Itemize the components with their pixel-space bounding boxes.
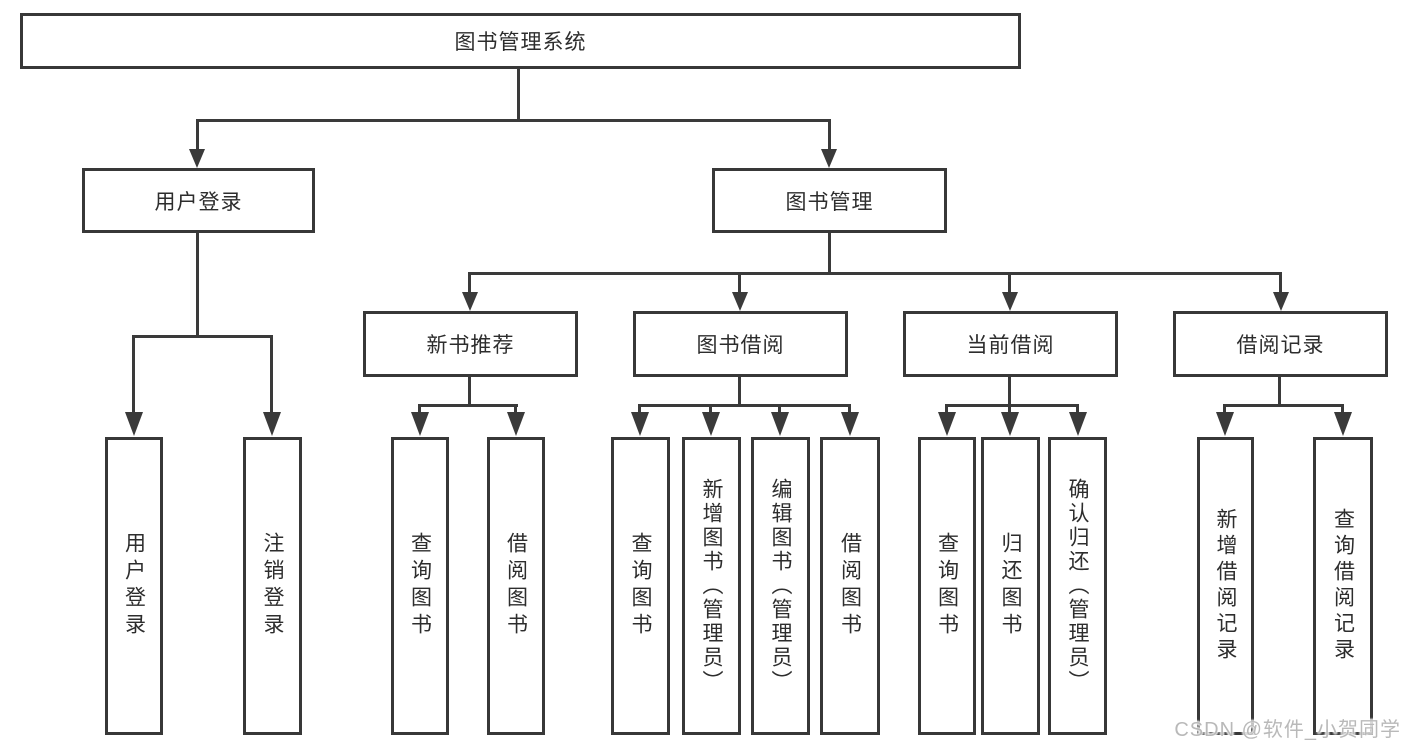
connector-line xyxy=(828,233,831,274)
node-book-borrow: 图书借阅 xyxy=(633,311,848,377)
connector-line xyxy=(1008,376,1011,406)
connector-line xyxy=(132,335,135,414)
leaf-query-borrow-record-label: 查询借阅记录 xyxy=(1331,508,1355,664)
connector-line xyxy=(946,404,1079,407)
arrow-down-icon xyxy=(1069,412,1087,436)
leaf-borrow-book-recommend-label: 借阅图书 xyxy=(504,532,528,640)
connector-line xyxy=(270,335,273,414)
arrow-down-icon xyxy=(1001,412,1019,436)
connector-line xyxy=(468,376,471,406)
node-new-book-recommend-label: 新书推荐 xyxy=(426,334,515,357)
connector-line xyxy=(468,272,471,294)
arrow-down-icon xyxy=(189,149,205,168)
arrow-down-icon xyxy=(631,412,649,436)
arrow-down-icon xyxy=(702,412,720,436)
connector-line xyxy=(639,404,851,407)
connector-line xyxy=(638,404,641,414)
leaf-user-login-label: 用户登录 xyxy=(122,532,146,640)
arrow-down-icon xyxy=(841,412,859,436)
connector-line xyxy=(1278,376,1281,406)
connector-line xyxy=(1076,404,1079,414)
leaf-query-book-borrow-label: 查询图书 xyxy=(629,532,652,640)
node-current-borrow: 当前借阅 xyxy=(903,311,1118,377)
leaf-return-book: 归还图书 xyxy=(981,437,1040,735)
leaf-edit-book-admin-label: 编辑图书（管理员） xyxy=(769,478,792,694)
leaf-add-borrow-record: 新增借阅记录 xyxy=(1197,437,1254,735)
arrow-down-icon xyxy=(507,412,525,436)
arrow-down-icon xyxy=(1002,292,1018,311)
connector-line xyxy=(738,272,741,294)
node-book-borrow-label: 图书借阅 xyxy=(696,334,785,357)
node-new-book-recommend: 新书推荐 xyxy=(363,311,578,377)
connector-line xyxy=(517,68,520,121)
connector-line xyxy=(196,119,199,151)
connector-line xyxy=(828,119,831,151)
leaf-logout: 注销登录 xyxy=(243,437,302,735)
connector-line xyxy=(133,335,273,338)
node-book-management-label: 图书管理 xyxy=(785,190,874,214)
connector-line xyxy=(778,404,781,414)
connector-line xyxy=(848,404,851,414)
watermark: CSDN @软件_小贺同学 xyxy=(1174,719,1401,741)
connector-line xyxy=(738,376,741,406)
node-user-login: 用户登录 xyxy=(82,168,315,233)
leaf-query-book-recommend: 查询图书 xyxy=(391,437,449,735)
arrow-down-icon xyxy=(462,292,478,311)
arrow-down-icon xyxy=(1334,412,1352,436)
connector-line xyxy=(709,404,712,414)
node-book-management: 图书管理 xyxy=(712,168,947,233)
leaf-logout-label: 注销登录 xyxy=(261,532,284,640)
node-user-login-label: 用户登录 xyxy=(154,190,243,214)
connector-line xyxy=(514,404,517,414)
leaf-user-login: 用户登录 xyxy=(105,437,163,735)
connector-line xyxy=(469,272,1282,275)
arrow-down-icon xyxy=(938,412,956,436)
leaf-borrow-book-recommend: 借阅图书 xyxy=(487,437,545,735)
connector-line xyxy=(419,404,518,407)
connector-line xyxy=(196,232,199,337)
connector-line xyxy=(945,404,948,414)
leaf-add-book-admin: 新增图书（管理员） xyxy=(682,437,741,735)
leaf-confirm-return-admin: 确认归还（管理员） xyxy=(1048,437,1107,735)
node-borrow-record: 借阅记录 xyxy=(1173,311,1388,377)
connector-line xyxy=(1279,272,1282,294)
arrow-down-icon xyxy=(732,292,748,311)
arrow-down-icon xyxy=(771,412,789,436)
leaf-borrow-book: 借阅图书 xyxy=(820,437,880,735)
arrow-down-icon xyxy=(1216,412,1234,436)
node-root: 图书管理系统 xyxy=(20,13,1021,69)
leaf-return-book-label: 归还图书 xyxy=(999,532,1022,640)
leaf-add-borrow-record-label: 新增借阅记录 xyxy=(1214,508,1237,664)
leaf-query-book-recommend-label: 查询图书 xyxy=(408,532,432,640)
leaf-add-book-admin-label: 新增图书（管理员） xyxy=(700,478,723,694)
node-current-borrow-label: 当前借阅 xyxy=(966,334,1055,357)
arrow-down-icon xyxy=(263,412,281,436)
connector-line xyxy=(1008,272,1011,294)
arrow-down-icon xyxy=(411,412,429,436)
connector-line xyxy=(1008,404,1011,414)
arrow-down-icon xyxy=(1273,292,1289,311)
leaf-query-book-current: 查询图书 xyxy=(918,437,976,735)
leaf-query-book-current-label: 查询图书 xyxy=(935,532,959,640)
leaf-query-borrow-record: 查询借阅记录 xyxy=(1313,437,1373,735)
connector-line xyxy=(418,404,421,414)
connector-line xyxy=(1341,404,1344,414)
connector-line xyxy=(1224,404,1344,407)
leaf-confirm-return-admin-label: 确认归还（管理员） xyxy=(1066,478,1089,694)
arrow-down-icon xyxy=(125,412,143,436)
connector-line xyxy=(197,119,831,122)
node-root-label: 图书管理系统 xyxy=(454,31,587,54)
node-borrow-record-label: 借阅记录 xyxy=(1236,334,1325,357)
leaf-edit-book-admin: 编辑图书（管理员） xyxy=(751,437,810,735)
leaf-query-book-borrow: 查询图书 xyxy=(611,437,670,735)
connector-line xyxy=(1223,404,1226,414)
leaf-borrow-book-label: 借阅图书 xyxy=(838,532,862,640)
arrow-down-icon xyxy=(821,149,837,168)
